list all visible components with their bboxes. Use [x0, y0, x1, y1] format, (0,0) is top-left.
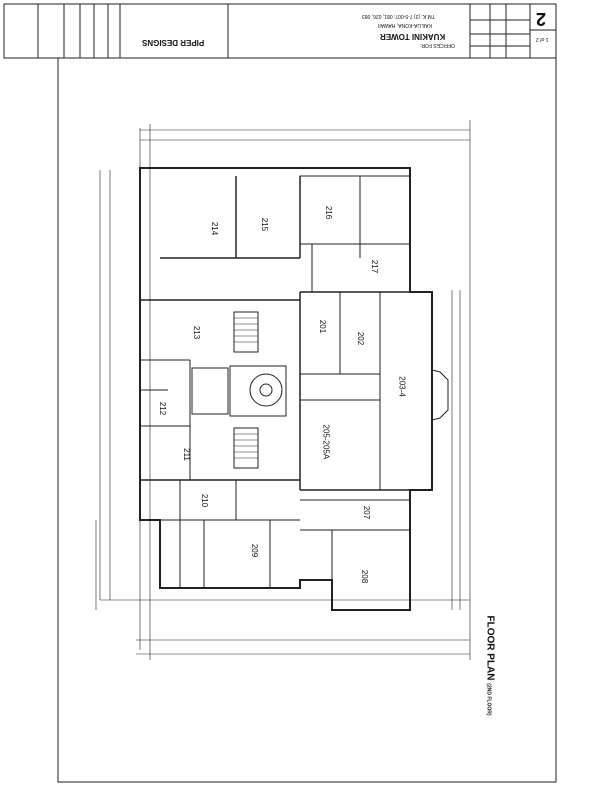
title-block-border: [3, 3, 557, 59]
room-205-205a: 205-205A: [321, 424, 331, 460]
room-209: 209: [250, 543, 260, 558]
sheet-of: 1 of 2: [536, 36, 549, 42]
room-202: 202: [356, 331, 366, 346]
room-217: 217: [370, 259, 380, 274]
company-name: PIPER DESIGNS: [142, 38, 205, 47]
drawing-title: FLOOR PLAN (2ND FLOOR): [485, 616, 496, 716]
project-name: KUAKINI TOWER: [380, 32, 446, 41]
tmk-number: TM.K. (3) 7-5-007: 081, 026, 083: [362, 13, 435, 19]
room-214: 214: [210, 221, 220, 236]
room-207: 207: [362, 505, 372, 520]
drawing-subtitle: (2ND FLOOR): [485, 683, 492, 716]
drawing-title-text: FLOOR PLAN: [484, 615, 496, 681]
room-208: 208: [360, 569, 370, 584]
room-201: 201: [318, 319, 328, 334]
room-210: 210: [200, 493, 210, 508]
project-location: KAILUA-KONA, HAWAII: [378, 22, 432, 28]
sheet-number: 2: [536, 9, 547, 29]
room-203-4: 203-4: [397, 376, 407, 397]
room-215: 215: [260, 217, 270, 232]
room-216: 216: [324, 205, 334, 220]
room-213: 213: [192, 325, 202, 340]
offices-for-label: OFFICES FOR:: [420, 42, 455, 48]
room-211: 211: [181, 448, 191, 461]
room-212: 212: [158, 401, 168, 416]
drawing-border: [57, 57, 557, 783]
